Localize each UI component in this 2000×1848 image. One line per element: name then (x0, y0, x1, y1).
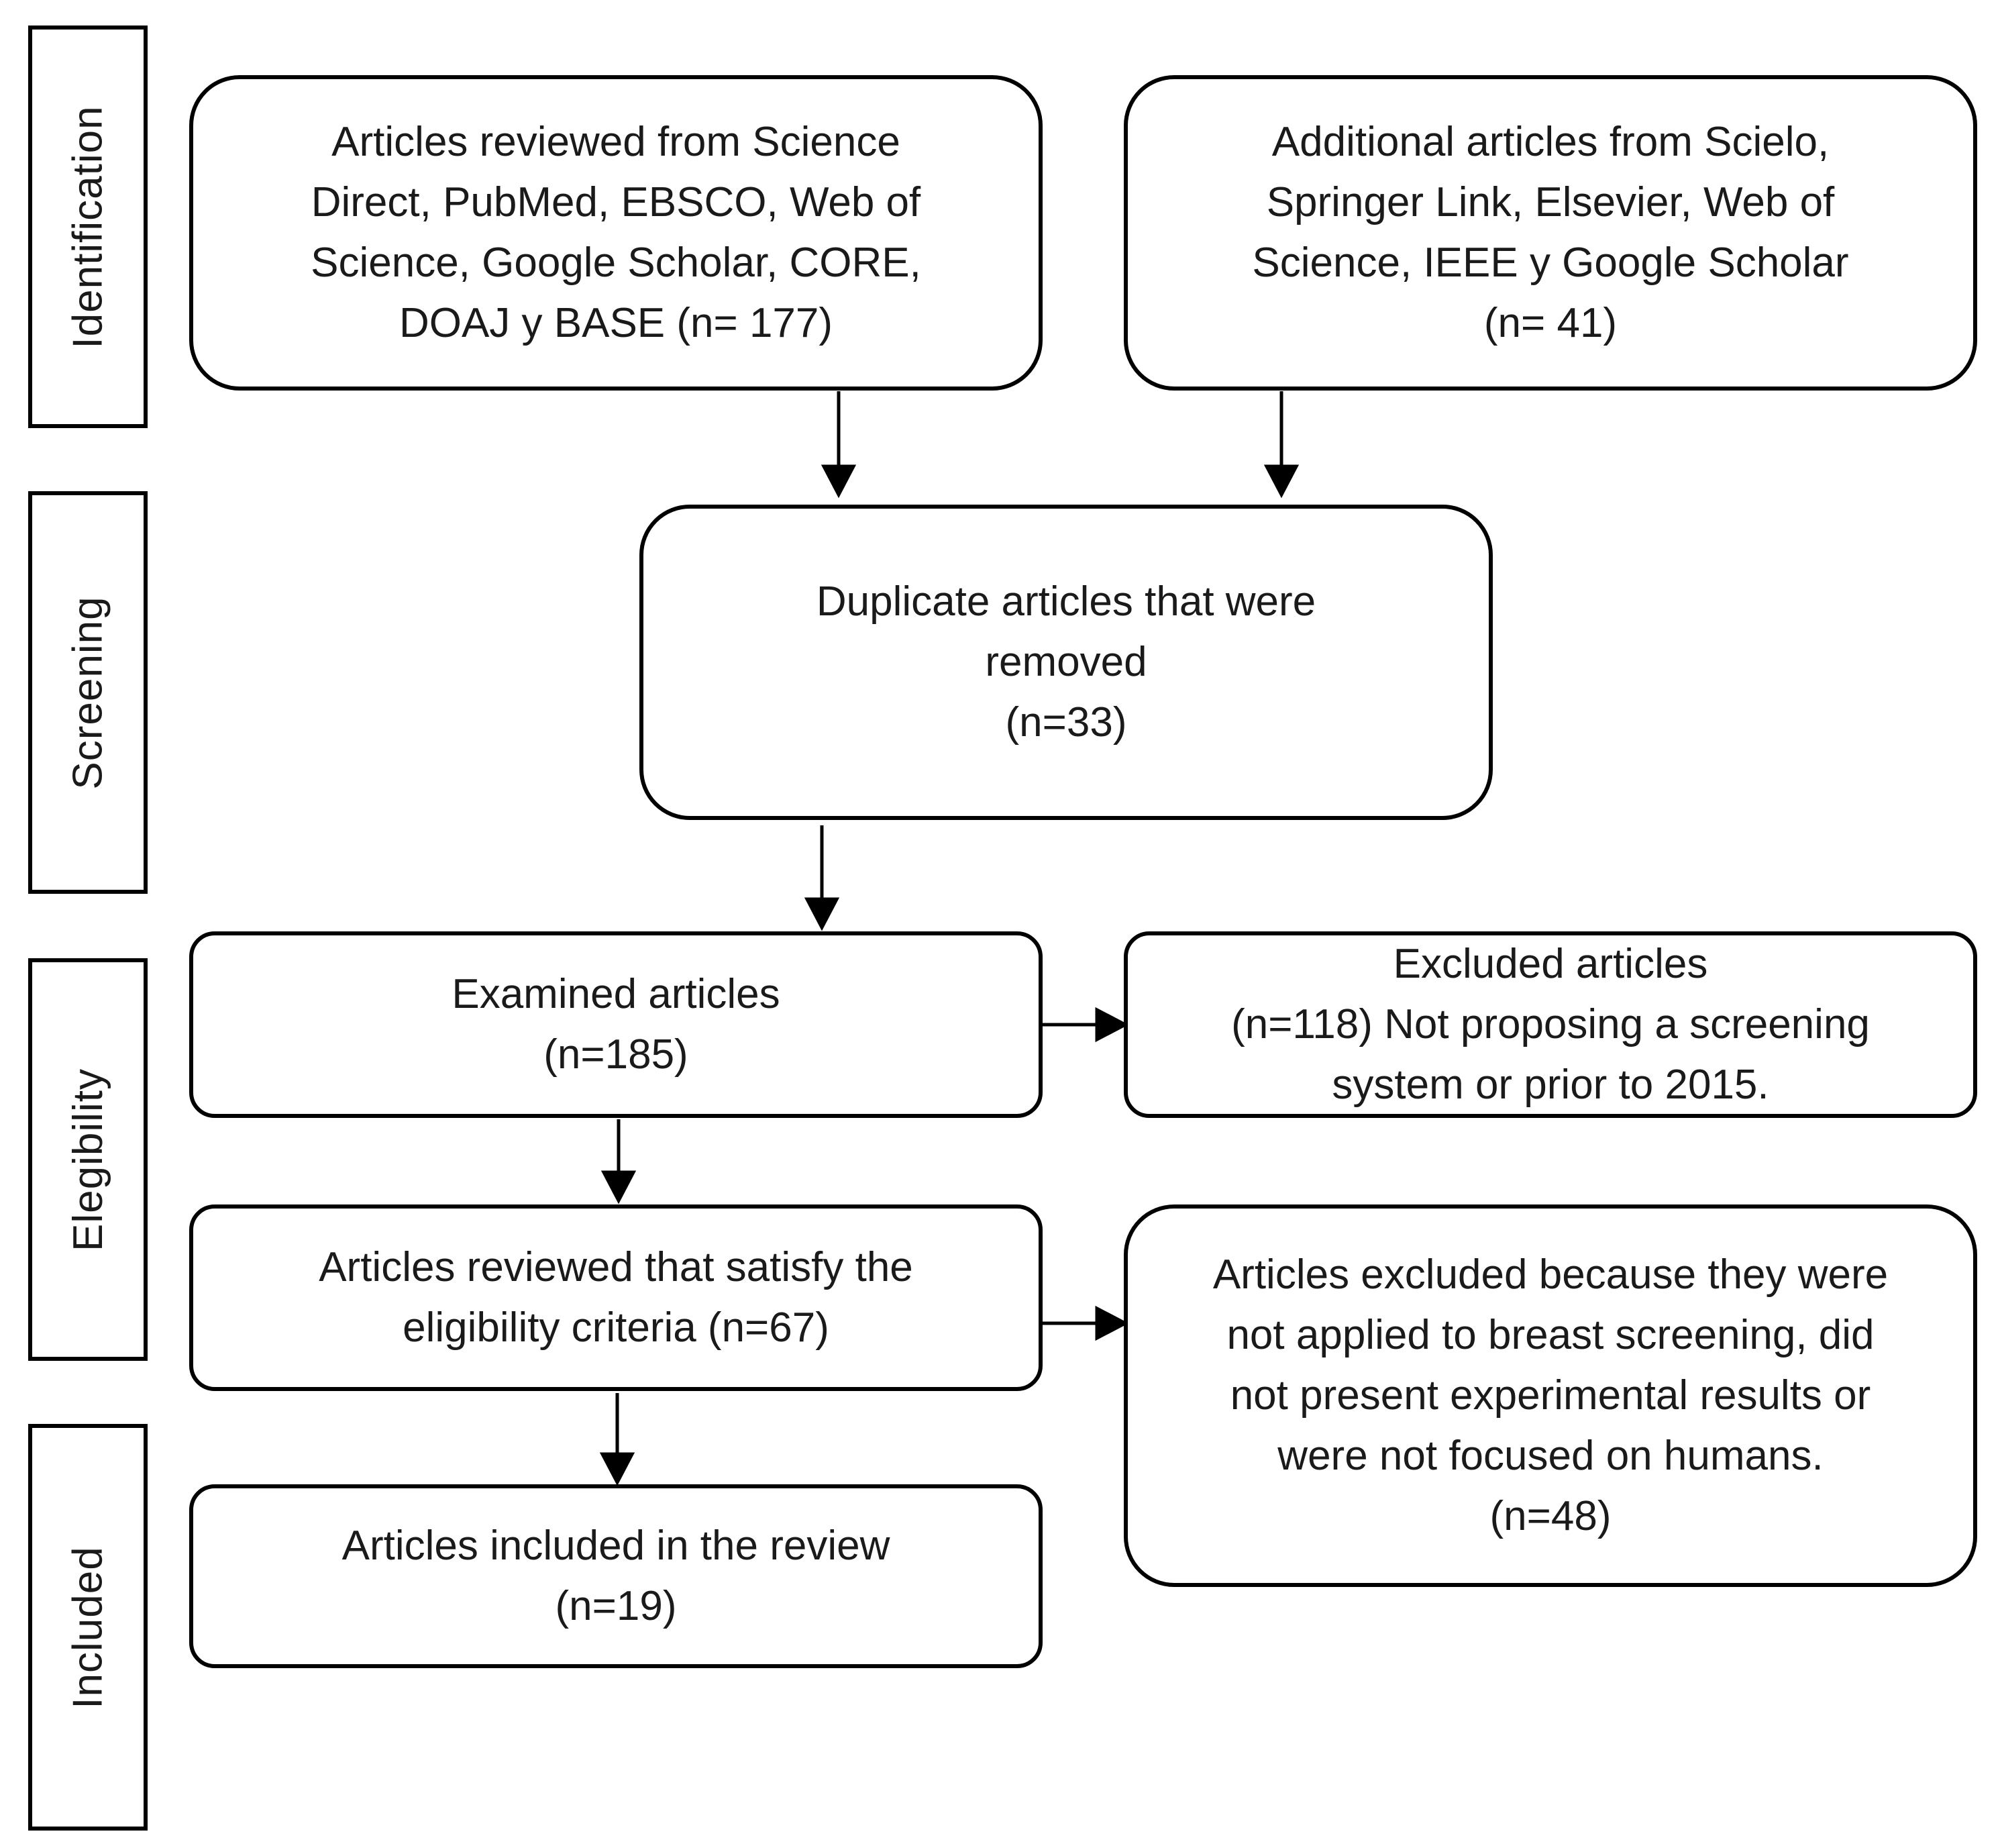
box-excluded-articles-2: Articles excluded because they were not … (1124, 1204, 1977, 1587)
box-included-articles: Articles included in the review (n=19) (189, 1484, 1043, 1668)
box-text-line: were not focused on humans. (1277, 1432, 1824, 1479)
box-eligible-articles: Articles reviewed that satisfy the eligi… (189, 1204, 1043, 1391)
arrow-examined-to-excluded-1 (1041, 1007, 1129, 1043)
box-additional-articles: Additional articles from Scielo, Springe… (1124, 75, 1977, 391)
box-text-line: Duplicate articles that were (816, 578, 1316, 625)
stage-identification-label: Identification (64, 105, 111, 349)
stage-included: Included (28, 1424, 148, 1831)
box-text-line: (n= 41) (1483, 299, 1618, 346)
arrow-eligible-to-included (599, 1393, 635, 1486)
stage-elegibility: Elegibility (28, 958, 148, 1361)
box-database-articles: Articles reviewed from Science Direct, P… (189, 75, 1043, 391)
box-text-line: (n=118) Not proposing a screening (1231, 1001, 1870, 1048)
stage-elegibility-label: Elegibility (64, 1068, 111, 1251)
box-text-line: Springer Link, Elsevier, Web of (1266, 179, 1835, 226)
box-text-line: Science, IEEE y Google Scholar (1252, 240, 1849, 286)
stage-included-label: Included (64, 1545, 111, 1709)
box-text-line: Articles excluded because they were (1212, 1251, 1889, 1298)
stage-screening: Screening (28, 491, 148, 894)
box-text-line: Science, Google Scholar, CORE, (311, 240, 921, 286)
box-text-line: Articles included in the review (341, 1523, 890, 1570)
arrow-eligible-to-excluded-2 (1041, 1305, 1129, 1341)
box-text-line: Examined articles (452, 971, 780, 1018)
box-text-line: removed (985, 639, 1147, 686)
box-text-line: (n=48) (1489, 1492, 1612, 1539)
box-text-line: Articles reviewed from Science (331, 119, 900, 166)
box-text-line: (n=33) (1005, 699, 1127, 746)
box-text-line: Excluded articles (1393, 941, 1708, 988)
stage-identification: Identification (28, 25, 148, 428)
box-text-line: Articles reviewed that satisfy the (319, 1244, 913, 1291)
arrow-examined-to-eligible (600, 1119, 637, 1204)
box-text-line: system or prior to 2015. (1332, 1061, 1769, 1108)
arrow-duplicates-to-examined (804, 825, 840, 931)
box-text-line: (n=185) (543, 1031, 688, 1078)
arrow-additional-to-duplicates (1263, 391, 1300, 499)
box-examined-articles: Examined articles (n=185) (189, 931, 1043, 1118)
box-text-line: Additional articles from Scielo, (1271, 119, 1830, 166)
box-excluded-articles-1: Excluded articles (n=118) Not proposing … (1124, 931, 1977, 1118)
box-text-line: DOAJ y BASE (n= 177) (399, 299, 833, 346)
box-text-line: eligibility criteria (n=67) (403, 1304, 829, 1351)
box-text-line: Direct, PubMed, EBSCO, Web of (311, 179, 921, 226)
box-text-line: not applied to breast screening, did (1226, 1312, 1875, 1359)
arrow-databases-to-duplicates (821, 391, 857, 499)
stage-screening-label: Screening (64, 595, 111, 790)
box-text-line: (n=19) (555, 1583, 677, 1629)
box-text-line: not present experimental results or (1230, 1372, 1871, 1419)
box-duplicates-removed: Duplicate articles that were removed (n=… (639, 505, 1493, 820)
